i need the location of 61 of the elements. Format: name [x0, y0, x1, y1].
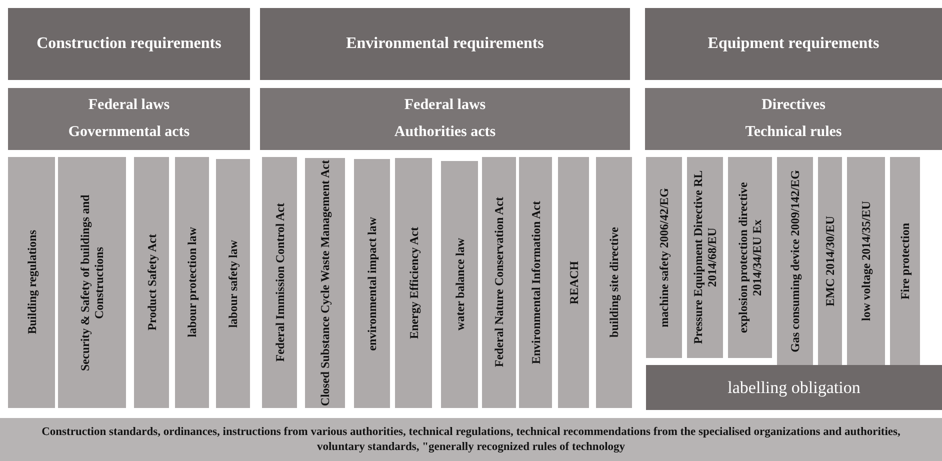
- column-box: [262, 157, 297, 408]
- column-box: [482, 157, 516, 408]
- vertical-label: REACH: [566, 260, 580, 304]
- header-band: [645, 8, 942, 80]
- column-box: [818, 157, 842, 365]
- vertical-label: EMC 2014/30/EU: [823, 216, 837, 306]
- band-label: Directives: [762, 97, 826, 114]
- vertical-label: Pressure Equipment Directive RL 2014/68/EU: [691, 170, 719, 346]
- band-label: Construction requirements: [36, 35, 222, 53]
- band-label: Federal laws: [88, 97, 170, 114]
- vertical-label: Security & Safety of buildings and Constructions: [78, 193, 106, 373]
- column-box: [687, 157, 723, 358]
- footer-band: [0, 418, 942, 461]
- vertical-label: Energy Efficiency Act: [406, 227, 420, 339]
- vertical-label: low voltage 2014/35/EU: [859, 201, 873, 321]
- header-band: [260, 8, 630, 80]
- band-label: labelling obligation: [728, 378, 860, 398]
- vertical-label: Closed Substance Cycle Waste Management Act: [318, 160, 332, 406]
- vertical-label: water balance law: [452, 238, 466, 331]
- labelling-bar: [646, 365, 942, 410]
- vertical-label: Fire protection: [898, 222, 912, 300]
- header-band: [8, 8, 250, 80]
- column-box: [58, 157, 126, 408]
- column-box: [395, 158, 432, 408]
- column-box: [354, 159, 390, 408]
- band-label: Authorities acts: [394, 124, 496, 141]
- vertical-label: Federal Immission Control Act: [272, 203, 286, 362]
- column-box: [305, 158, 345, 408]
- vertical-label: machine safety 2006/42/EG: [657, 188, 671, 328]
- band-label: Equipment requirements: [708, 35, 880, 53]
- band-label: Federal laws: [404, 97, 486, 114]
- column-box: [728, 157, 772, 358]
- vertical-label: explosion protection directive 2014/34/EU Ex: [736, 181, 764, 335]
- vertical-label: Product Safety Act: [144, 234, 158, 331]
- column-box: [519, 157, 552, 408]
- column-box: [175, 157, 209, 408]
- column-box: [596, 157, 632, 408]
- column-box: [777, 157, 813, 365]
- vertical-label: environmental impact law: [365, 216, 379, 350]
- subheader-band: [260, 88, 630, 150]
- column-box: [646, 157, 682, 358]
- column-box: [134, 157, 169, 408]
- vertical-label: Gas consuming device 2009/142/EG: [788, 170, 802, 352]
- vertical-label: building site directive: [607, 227, 621, 338]
- column-box: [441, 161, 478, 408]
- subheader-band: [645, 88, 942, 150]
- vertical-label: Building regulations: [24, 230, 38, 335]
- column-box: [216, 159, 250, 408]
- vertical-label: labour safety law: [226, 240, 240, 328]
- vertical-label: Federal Nature Conservation Act: [492, 197, 506, 368]
- subheader-band: [8, 88, 250, 150]
- band-label: Environmental requirements: [346, 35, 544, 53]
- column-box: [8, 157, 55, 408]
- band-label: Technical rules: [745, 124, 842, 141]
- band-label: Governmental acts: [68, 124, 190, 141]
- column-box: [890, 157, 920, 365]
- column-box: [558, 157, 589, 408]
- vertical-label: labour protection law: [185, 227, 199, 338]
- vertical-label: Environmental Information Act: [528, 200, 542, 364]
- column-box: [847, 157, 885, 365]
- band-label: Construction standards, ordinances, instructions from various authorities, technical regulations, technical recommendations from the specialised organizations and authorities, voluntary standards, "generally recognized rules of technology: [40, 424, 902, 454]
